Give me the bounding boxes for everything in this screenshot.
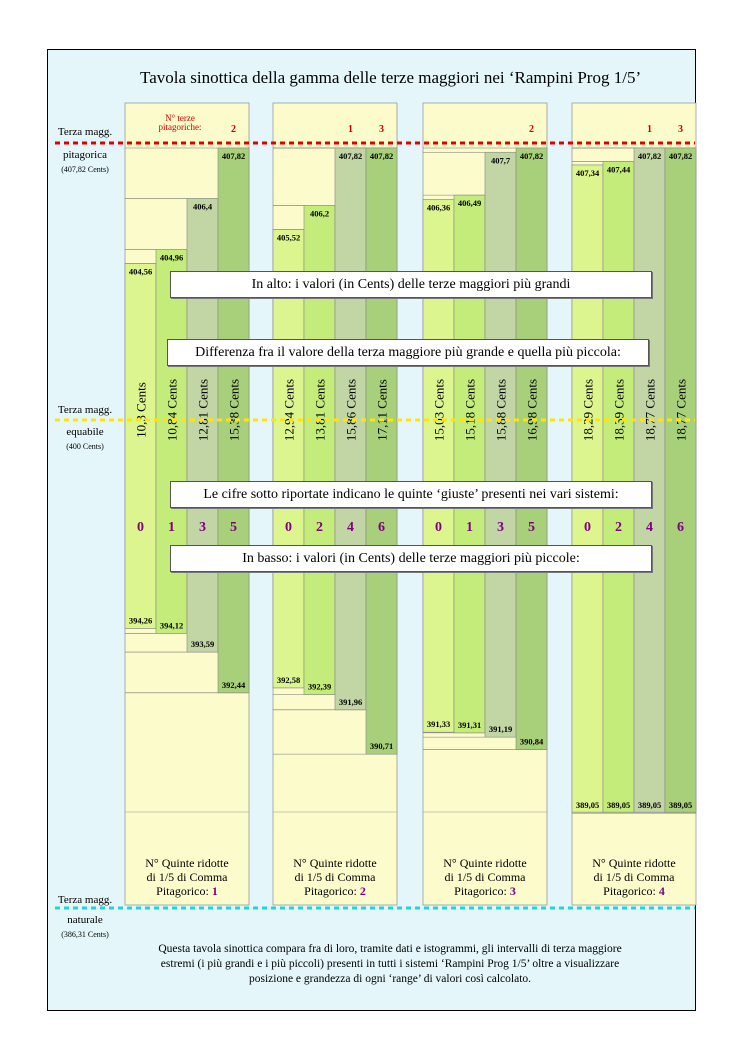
max-value-label: 407,7 [491,155,511,165]
range-bar [124,263,157,629]
pure-fifths-count: 4 [347,520,354,535]
natural-value-label: (386,31 Cents) [61,930,109,939]
pure-fifths-count: 0 [435,520,442,535]
min-value-label: 390,84 [520,737,544,747]
max-value-label: 407,82 [222,151,245,161]
min-value-label: 392,58 [277,675,300,685]
equal-label: equabile [66,426,104,438]
pythagorean-thirds-count: 3 [379,124,384,135]
max-value-label: 405,52 [277,232,300,242]
pure-fifths-count: 0 [285,520,292,535]
pythagorean-thirds-count: 3 [678,124,683,135]
equal-label-top: Terza magg. [57,404,113,416]
banner-top-values: In alto: i valori (in Cents) delle terze… [170,271,652,298]
range-label: 10,3 Cents [134,382,149,438]
min-value-label: 389,05 [669,800,692,810]
range-label: 10,84 Cents [165,379,180,441]
pure-fifths-count: 5 [528,520,535,535]
range-label: 16,98 Cents [525,379,540,441]
max-value-label: 407,82 [370,151,393,161]
range-label: 12,81 Cents [196,379,211,441]
range-label: 12,94 Cents [282,379,297,441]
range-label: 15,88 Cents [494,379,509,441]
range-bar [484,151,517,738]
min-value-label: 389,05 [638,800,661,810]
range-label: 15,03 Cents [432,379,447,441]
range-bar [515,147,548,750]
pythagorean-thirds-count: 2 [529,124,534,135]
range-label: 18,29 Cents [581,379,596,441]
banner-pure-fifths: Le cifre sotto riportate indicano le qui… [170,481,652,508]
pure-fifths-count: 4 [646,520,653,535]
pure-fifths-count: 2 [615,520,622,535]
max-value-label: 407,82 [638,151,661,161]
pythagorean-value-label: (407,82 Cents) [61,165,109,174]
max-value-label: 404,96 [160,252,183,262]
min-value-label: 394,12 [160,620,183,630]
natural-label: naturale [67,914,103,926]
pure-fifths-count: 2 [316,520,323,535]
range-bar [217,147,250,694]
min-value-label: 389,05 [576,800,599,810]
range-bar [334,147,367,711]
equal-value-label: (400 Cents) [66,442,104,451]
max-value-label: 404,56 [129,266,152,276]
footnote: Questa tavola sinottica compara fra di l… [158,943,622,985]
range-bar [633,147,666,814]
range-label: 15,38 Cents [227,379,242,441]
min-value-label: 393,59 [191,639,214,649]
pythagorean-thirds-count: 1 [647,124,652,135]
pure-fifths-count: 6 [677,520,684,535]
pure-fifths-count: 3 [199,520,206,535]
pure-fifths-count: 6 [378,520,385,535]
chart-title: Tavola sinottica della gamma delle terze… [140,68,642,87]
min-value-label: 389,05 [607,800,630,810]
max-value-label: 406,49 [458,198,481,208]
pythagorean-label-top: Terza magg. [57,126,113,138]
min-value-label: 392,44 [222,680,246,690]
range-label: 13,81 Cents [313,379,328,441]
min-value-label: 391,31 [458,720,481,730]
range-label: 18,39 Cents [612,379,627,441]
range-label: 15,18 Cents [463,379,478,441]
min-value-label: 392,39 [308,682,331,692]
pure-fifths-count: 1 [168,520,175,535]
range-label: 18,77 Cents [643,379,658,441]
min-value-label: 391,96 [339,697,362,707]
min-value-label: 394,26 [129,615,152,625]
pythagorean-label: pitagorica [63,149,107,161]
banner-difference: Differenza fra il valore della terza mag… [167,339,649,366]
min-value-label: 391,33 [427,719,450,729]
range-label: 18,77 Cents [674,379,689,441]
max-value-label: 407,82 [339,151,362,161]
banner-bottom-values: In basso: i valori (in Cents) delle terz… [170,545,652,572]
pythagorean-thirds-count: 1 [348,124,353,135]
range-bar [272,229,305,689]
pure-fifths-count: 0 [584,520,591,535]
range-bar [365,147,398,755]
max-value-label: 407,34 [576,168,600,178]
pure-fifths-count: 0 [137,520,144,535]
range-label: 15,86 Cents [344,379,359,441]
natural-label-top: Terza magg. [57,894,113,906]
min-value-label: 390,71 [370,741,393,751]
pure-fifths-count: 1 [466,520,473,535]
pythagorean-count-label: N° terze pitagoriche: [158,113,202,132]
range-bar [664,147,697,814]
range-label: 17,11 Cents [375,379,390,441]
pythagorean-thirds-count: 2 [231,124,236,135]
max-value-label: 407,82 [520,151,543,161]
max-value-label: 406,4 [193,201,213,211]
pure-fifths-count: 3 [497,520,504,535]
max-value-label: 407,82 [669,151,692,161]
max-value-label: 406,2 [310,208,329,218]
max-value-label: 407,44 [607,164,631,174]
min-value-label: 391,19 [489,724,512,734]
max-value-label: 406,36 [427,203,450,213]
pure-fifths-count: 5 [230,520,237,535]
